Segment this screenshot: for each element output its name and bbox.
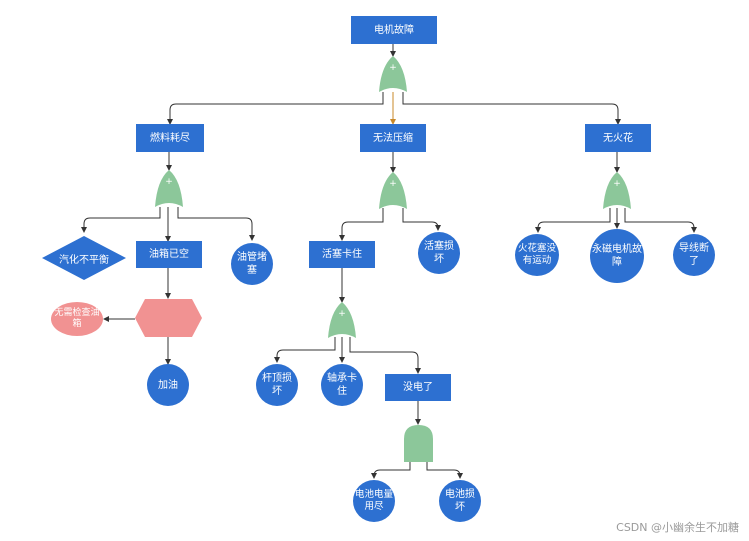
edge-compgate-to-piston <box>339 208 384 241</box>
no-power-node[interactable]: 没电了 <box>385 374 451 401</box>
top-event-node[interactable]: 电机故障 <box>351 16 437 44</box>
rod-broken-node[interactable]: 杆顶损坏 <box>256 364 298 406</box>
or-gate-symbol: + <box>613 179 621 189</box>
no-power-label: 没电了 <box>403 382 433 393</box>
piston-broken-label: 活塞损坏 <box>424 241 454 265</box>
vaporize-imbalance-diamond[interactable]: 汽化不平衡 <box>42 236 126 280</box>
refuel-node[interactable]: 加油 <box>147 364 189 406</box>
cannot-compress-node[interactable]: 无法压缩 <box>360 124 426 152</box>
battery-broken-label: 电池损坏 <box>445 489 475 513</box>
battery-empty-node[interactable]: 电池电量用尽 <box>353 480 395 522</box>
battery-empty-label: 电池电量用尽 <box>355 489 394 512</box>
piston-broken-node[interactable]: 活塞损坏 <box>418 232 460 274</box>
wire-broken-label: 导线断了 <box>679 243 709 267</box>
rod-broken-label: 杆顶损坏 <box>262 373 292 397</box>
watermark: CSDN @小幽余生不加糖 <box>616 521 739 534</box>
edge-pgate-to-power <box>349 337 421 374</box>
fuel-exhausted-node[interactable]: 燃料耗尽 <box>136 124 204 152</box>
or-gate-symbol: + <box>338 309 346 319</box>
or-gate-piston[interactable]: + <box>328 302 356 338</box>
fuel-exhausted-label: 燃料耗尽 <box>150 132 190 144</box>
refuel-label: 加油 <box>158 379 178 391</box>
no-check-tank-node[interactable]: 无需检查油箱 <box>51 302 103 336</box>
no-check-tank-label: 无需检查油箱 <box>54 308 100 329</box>
pipe-blocked-node[interactable]: 油管堵塞 <box>231 243 273 285</box>
edge-gate-to-spark <box>402 92 621 125</box>
edge-fuelgate-to-pipe <box>177 207 255 241</box>
piston-stuck-node[interactable]: 活塞卡住 <box>309 241 375 268</box>
wire-broken-node[interactable]: 导线断了 <box>673 234 715 276</box>
bearing-stuck-node[interactable]: 轴承卡住 <box>321 364 363 406</box>
or-gate-compress[interactable]: + <box>379 172 407 209</box>
or-gate-symbol: + <box>165 177 173 187</box>
and-gate-power[interactable] <box>404 425 433 462</box>
or-gate-spark[interactable]: + <box>603 172 631 209</box>
spark-plug-node[interactable]: 火花塞没有运动 <box>515 234 559 276</box>
battery-broken-node[interactable]: 电池损坏 <box>439 480 481 522</box>
edge-fuelgate-to-vaporize <box>81 207 161 233</box>
pipe-blocked-label: 油管堵塞 <box>237 252 267 276</box>
bearing-stuck-label: 轴承卡住 <box>327 373 357 397</box>
edge-andgate-to-battery-broken <box>426 462 463 479</box>
tank-empty-label: 油箱已空 <box>149 249 189 260</box>
tank-empty-node[interactable]: 油箱已空 <box>136 241 202 268</box>
or-gate-top[interactable]: + <box>379 56 407 92</box>
or-gate-fuel[interactable]: + <box>155 170 183 207</box>
magneto-label: 永磁电机故障 <box>592 244 642 268</box>
edge-sgate-to-plug <box>535 208 611 233</box>
spark-plug-label: 火花塞没有运动 <box>517 243 556 266</box>
top-event-label: 电机故障 <box>374 24 414 36</box>
magneto-node[interactable]: 永磁电机故障 <box>590 229 644 283</box>
edge-compgate-to-pistonbroken <box>402 208 441 231</box>
or-gate-symbol: + <box>389 63 397 73</box>
edge-gate-to-fuel <box>167 92 384 125</box>
or-gate-symbol: + <box>389 179 397 189</box>
condition-hexagon[interactable] <box>135 299 202 337</box>
piston-stuck-label: 活塞卡住 <box>322 249 362 260</box>
vaporize-imbalance-label: 汽化不平衡 <box>59 254 109 266</box>
no-spark-label: 无火花 <box>603 132 633 144</box>
cannot-compress-label: 无法压缩 <box>373 132 413 144</box>
no-spark-node[interactable]: 无火花 <box>585 124 651 152</box>
edge-pgate-to-rod <box>274 337 336 363</box>
edge-sgate-to-wire <box>624 208 697 233</box>
edge-andgate-to-battery-empty <box>371 462 411 479</box>
